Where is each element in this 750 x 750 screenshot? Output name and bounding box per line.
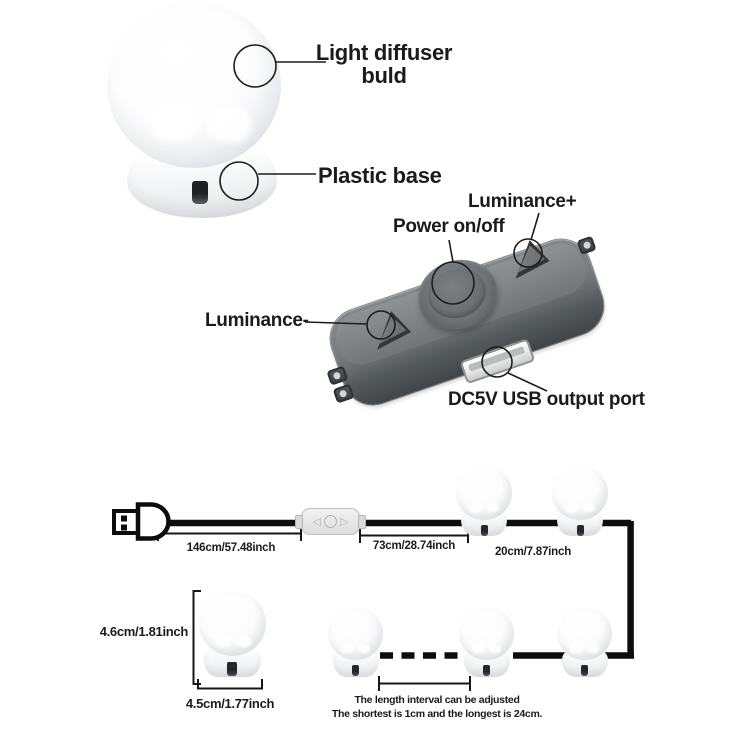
cable-connector-nub xyxy=(358,515,366,529)
callout-line-usb-port xyxy=(507,372,548,392)
callout-circle-base xyxy=(219,161,259,201)
callout-label-light-diffuser: Light diffuser buld xyxy=(314,41,454,87)
adjustment-note: The length interval can be adjusted The … xyxy=(287,693,587,721)
bulb-sphere xyxy=(456,466,512,520)
hero-bulb-sphere xyxy=(107,2,281,168)
note-interval-line1: The length interval can be adjusted xyxy=(354,694,520,706)
label-power-onoff: Power on/off xyxy=(393,216,505,237)
bulb-sphere xyxy=(459,607,514,660)
bulb-base-slot xyxy=(483,665,490,676)
callout-circle-power xyxy=(431,261,475,305)
label-luminance-plus: Luminance+ xyxy=(468,191,577,212)
power-dot-icon xyxy=(324,515,337,528)
measure-bulb-width: 4.5cm/1.77inch xyxy=(185,696,275,711)
mini-controller: ◁ ▷ xyxy=(295,508,366,535)
usb-plug-icon xyxy=(112,502,171,541)
bulb-sphere xyxy=(199,591,266,656)
bulb-base-slot xyxy=(576,525,584,536)
bulb-base-slot xyxy=(581,665,588,676)
callout-label-plastic-base: Plastic base xyxy=(318,163,442,188)
bulb-sphere xyxy=(552,466,608,520)
bulb-base-slot xyxy=(480,525,488,536)
bracket-bulb-width xyxy=(197,679,263,690)
callout-line-luminance-minus xyxy=(304,321,368,325)
light-diffuser-line2: buld xyxy=(361,63,407,88)
bulb-sphere xyxy=(328,607,383,660)
triangle-right-icon: ▷ xyxy=(340,515,349,528)
measure-bulb-height: 4.6cm/1.81inch xyxy=(99,624,189,639)
bulb-sphere xyxy=(557,607,612,660)
triangle-left-icon: ◁ xyxy=(312,515,321,528)
bracket-interval xyxy=(378,676,471,691)
light-diffuser-line1: Light diffuser xyxy=(315,40,453,65)
hero-bulb-base-slot xyxy=(192,181,208,204)
label-usb-output-port: DC5V USB output port xyxy=(448,389,645,410)
callout-circle-luminance-plus xyxy=(513,238,543,268)
callout-line-power xyxy=(448,239,454,263)
note-interval-line2: The shortest is 1cm and the longest is 2… xyxy=(331,708,543,720)
bulb-base-slot xyxy=(227,662,237,676)
callout-circle-diffuser xyxy=(233,44,277,88)
callout-circle-luminance-minus xyxy=(366,310,396,340)
measure-73cm: 73cm/28.74inch xyxy=(372,540,456,552)
label-luminance-minus: Luminance- xyxy=(205,310,309,331)
callout-circle-usb-port xyxy=(481,346,513,378)
bulb-base-slot xyxy=(352,665,359,676)
cable-connector-nub xyxy=(295,515,303,529)
callout-line-luminance-plus xyxy=(530,212,540,241)
measure-146cm: 146cm/57.48inch xyxy=(186,542,276,554)
measure-20cm: 20cm/7.87inch xyxy=(494,546,572,558)
